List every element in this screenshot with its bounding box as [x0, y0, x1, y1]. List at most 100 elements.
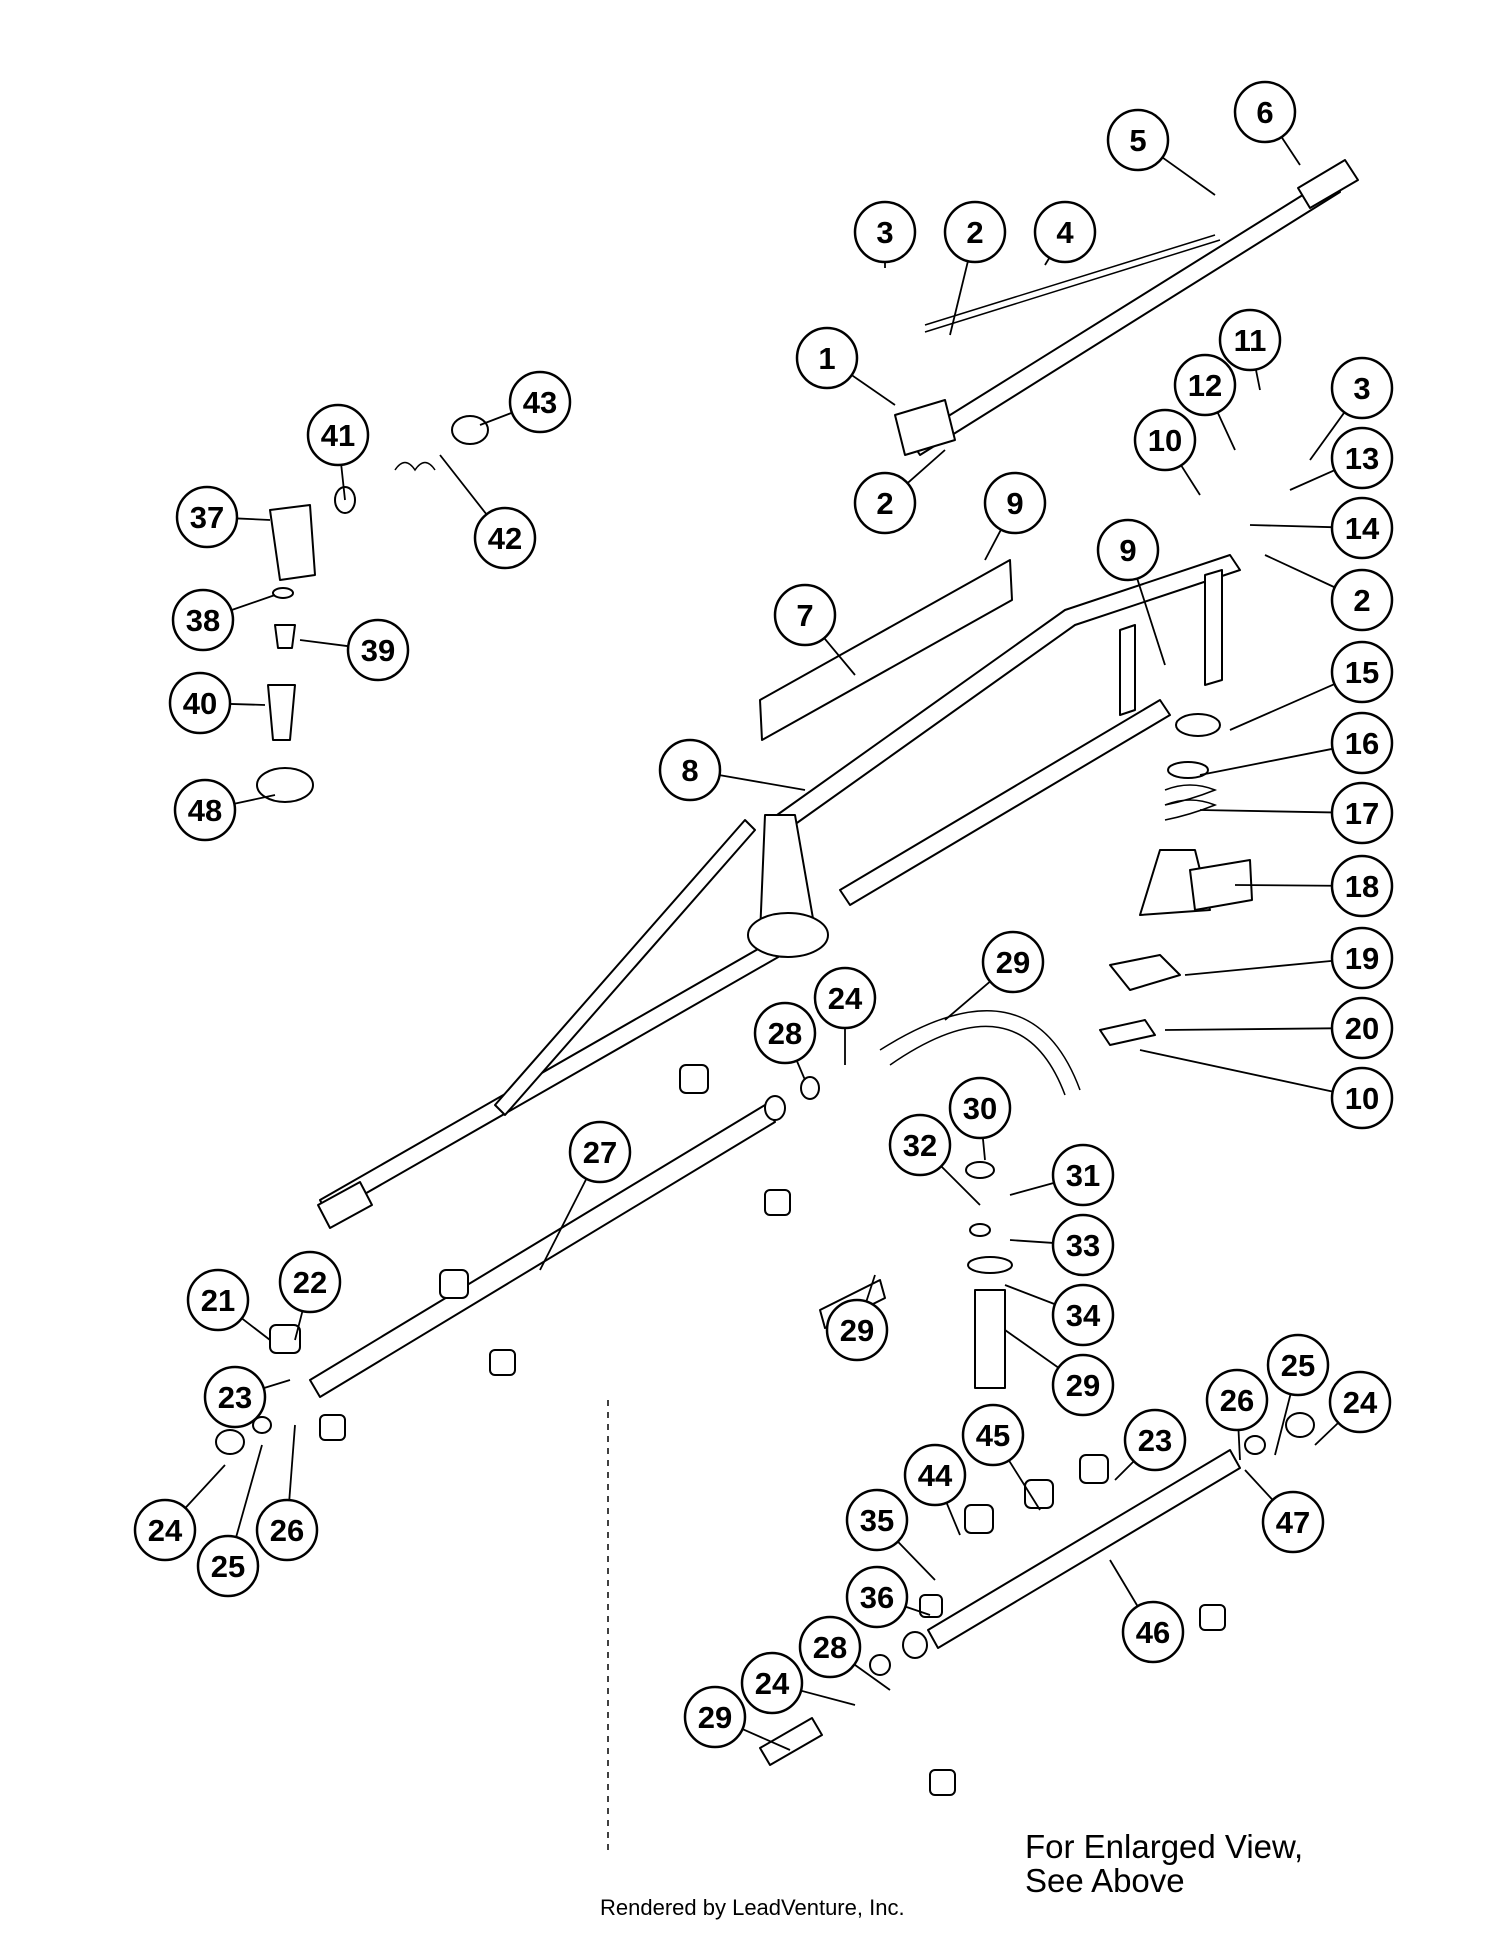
- callout-circle: [1106, 108, 1170, 172]
- callout-number: 16: [1345, 726, 1379, 761]
- callout-number: 10: [1345, 1081, 1379, 1116]
- enlarged-view-note: For Enlarged View, See Above: [1025, 1830, 1303, 1898]
- callout-c44: 44: [903, 1443, 967, 1536]
- lock-cap: [1109, 954, 1181, 991]
- callout-number: 2: [966, 215, 983, 250]
- callout-number: 6: [1256, 95, 1273, 130]
- callout-circle: [473, 506, 537, 570]
- callout-circle: [1266, 1333, 1330, 1397]
- leader-line: [1264, 554, 1336, 589]
- leader-line: [184, 1464, 226, 1509]
- callout-circle: [186, 1268, 250, 1332]
- callout-c7: 7: [773, 583, 856, 676]
- callout-number: 10: [1148, 423, 1182, 458]
- callout-number: 38: [186, 603, 220, 638]
- leader-line: [340, 464, 346, 501]
- callout-number: 17: [1345, 796, 1379, 831]
- callout-c20: 20: [1164, 996, 1394, 1060]
- leader-line: [1009, 1182, 1055, 1196]
- nozzle-sleeve: [267, 684, 296, 741]
- callout-circle: [948, 1076, 1012, 1140]
- callout-c33: 33: [1009, 1213, 1115, 1277]
- callout-number: 9: [1006, 486, 1023, 521]
- callout-number: 29: [996, 945, 1030, 980]
- callout-circle: [255, 1498, 319, 1562]
- leader-line: [235, 1444, 263, 1538]
- callout-number: 28: [768, 1016, 802, 1051]
- leader-line: [439, 454, 488, 515]
- callout-c5: 5: [1106, 108, 1216, 196]
- callout-c24b: 24: [133, 1464, 226, 1562]
- callout-circle: [508, 370, 572, 434]
- callout-c47: 47: [1244, 1469, 1325, 1554]
- callout-c24c: 24: [1314, 1370, 1392, 1446]
- callout-number: 29: [840, 1313, 874, 1348]
- callout-c25b: 25: [1266, 1333, 1330, 1456]
- callout-circle: [981, 930, 1045, 994]
- support-plate: [1099, 1019, 1156, 1046]
- leader-line: [897, 1540, 936, 1581]
- callout-number: 29: [1066, 1368, 1100, 1403]
- callout-number: 46: [1136, 1615, 1170, 1650]
- leader-line: [1161, 156, 1216, 196]
- callout-circle: [1330, 426, 1394, 490]
- callout-number: 24: [148, 1513, 183, 1548]
- callout-circle: [1330, 496, 1394, 560]
- leader-line: [945, 1502, 961, 1536]
- callout-c21: 21: [186, 1268, 271, 1341]
- callout-number: 18: [1345, 869, 1379, 904]
- callout-circle: [795, 326, 859, 390]
- callout-number: 8: [681, 753, 698, 788]
- callout-number: 28: [813, 1630, 847, 1665]
- callout-number: 37: [190, 500, 224, 535]
- callout-number: 23: [1138, 1423, 1172, 1458]
- leader-line: [299, 639, 349, 648]
- leader-line: [1004, 1284, 1056, 1306]
- callout-c19: 19: [1184, 926, 1394, 990]
- callout-circle: [1033, 200, 1097, 264]
- callout-circle: [306, 403, 370, 467]
- callout-circle: [683, 1685, 747, 1749]
- leader-line: [1234, 884, 1333, 887]
- callout-circle: [1121, 1600, 1185, 1664]
- leader-line: [865, 1274, 876, 1302]
- callout-c3b: 3: [1309, 356, 1394, 461]
- leader-line: [288, 1424, 296, 1501]
- callout-circle: [1330, 854, 1394, 918]
- callout-c32: 32: [888, 1113, 981, 1206]
- callout-number: 27: [583, 1135, 617, 1170]
- callout-circle: [1096, 518, 1160, 582]
- leader-line: [944, 980, 991, 1021]
- callout-c37: 37: [175, 485, 271, 549]
- callout-circle: [168, 671, 232, 735]
- callout-circle: [1330, 926, 1394, 990]
- callout-circle: [1218, 308, 1282, 372]
- washer: [1167, 761, 1209, 779]
- callout-circle: [171, 588, 235, 652]
- callout-circle: [133, 1498, 197, 1562]
- leader-line: [1255, 369, 1261, 391]
- callout-c29a: 29: [944, 930, 1045, 1021]
- tube-end: [317, 1181, 373, 1229]
- fitting-group: [215, 1076, 1315, 1676]
- callout-c27: 27: [539, 1120, 632, 1271]
- callout-circle: [1330, 568, 1394, 632]
- handle-grip: [1297, 159, 1359, 209]
- frame-plate: [1119, 624, 1136, 716]
- callout-c40: 40: [168, 671, 266, 735]
- callout-c45: 45: [961, 1403, 1041, 1511]
- callout-circle: [1261, 1490, 1325, 1554]
- callout-number: 45: [976, 1418, 1010, 1453]
- leader-line: [1136, 578, 1166, 666]
- callout-circle: [1330, 640, 1394, 704]
- hose-vertical: [974, 1289, 1006, 1389]
- callout-circle: [798, 1615, 862, 1679]
- leader-line: [1237, 1429, 1241, 1461]
- leader-line: [1008, 1459, 1041, 1511]
- callout-number: 15: [1345, 655, 1379, 690]
- callout-c31: 31: [1009, 1143, 1115, 1207]
- callout-c29d: 29: [683, 1685, 791, 1751]
- nozzle-body: [269, 504, 316, 581]
- callout-number: 24: [1343, 1385, 1378, 1420]
